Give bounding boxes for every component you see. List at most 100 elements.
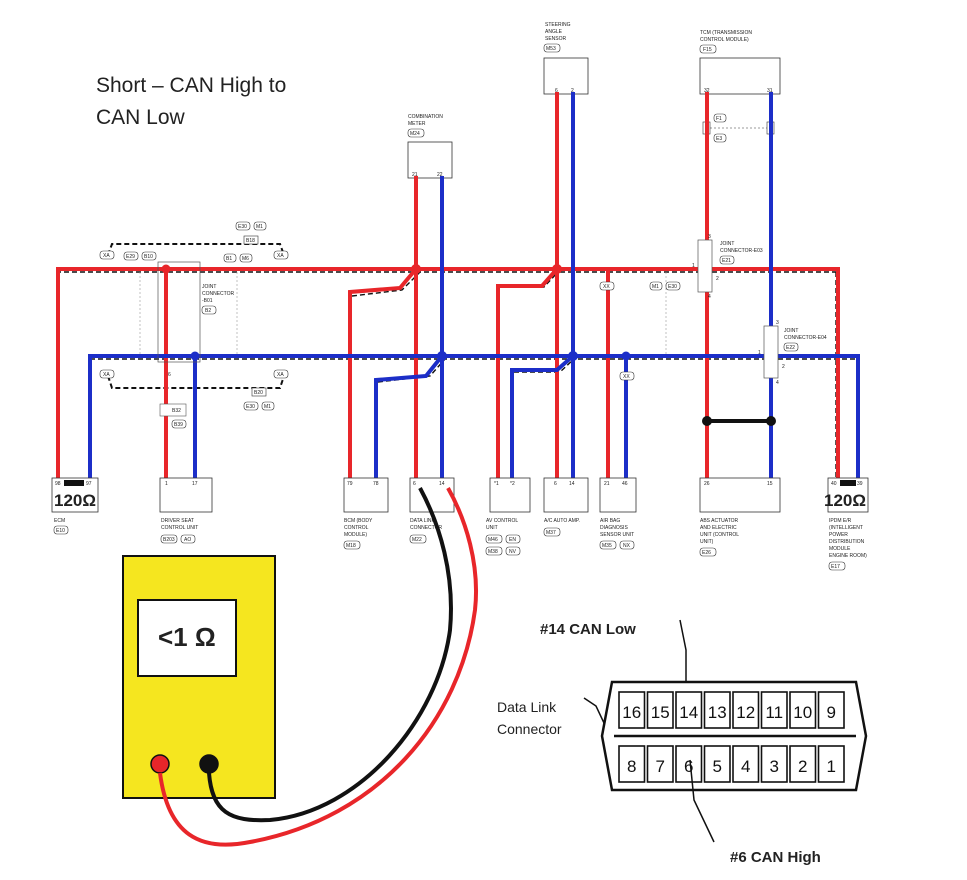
- tag-xx-2-box: [619, 371, 635, 381]
- dlc-pin-cell: [618, 745, 646, 783]
- tag-m6-box: [239, 253, 253, 263]
- av-label-2: UNIT: [486, 525, 498, 531]
- bcm-tag: M18: [346, 543, 356, 549]
- abs-tag-box: [699, 547, 717, 557]
- jcb01-pin: 6: [168, 372, 171, 378]
- ecm-module: 98 97 120Ω ECM E10: [51, 477, 99, 535]
- jce03-l2: CONNECTOR-E03: [720, 248, 763, 254]
- bcm-pin-a: 79: [347, 481, 353, 487]
- bcm-label-2: CONTROL: [344, 525, 369, 531]
- ecm-label: ECM: [54, 518, 65, 524]
- tcm-e3-box: [713, 133, 727, 143]
- dlc-pin-cell: [675, 691, 703, 729]
- junction-h3: [552, 264, 562, 274]
- abs-module: 26 15 ABS ACTUATOR AND ELECTRIC UNIT (CO…: [699, 477, 781, 557]
- probe-lead-red: [158, 487, 478, 847]
- tcm-label-1: TCM (TRANSMISSION: [700, 30, 752, 36]
- ecm-resistor-bar: [64, 480, 84, 486]
- junction-h1: [161, 264, 171, 274]
- dlc-pin-number: 1: [827, 757, 836, 776]
- tcm-e3: E3: [716, 136, 722, 142]
- av-tag-b: M38: [488, 549, 498, 555]
- jce03-pin3: 3: [708, 234, 711, 240]
- jcb01-l1: JOINT: [202, 284, 216, 290]
- tcm-f1: F1: [716, 116, 722, 122]
- jcb01-l2: CONNECTOR: [202, 291, 235, 297]
- junction-l1: [190, 351, 200, 361]
- tag-b32: B32: [172, 408, 181, 414]
- ipdm-resistor-bar: [840, 480, 856, 486]
- steering-label-3: SENSOR: [545, 36, 567, 42]
- jce04-tag-box: [783, 342, 799, 352]
- tag-xa-4-box: [273, 369, 289, 379]
- combo-pin-b: 22: [437, 172, 443, 178]
- probe-jack-black[interactable]: [199, 754, 219, 774]
- dlc-pin-cell: [675, 745, 703, 783]
- jce04-pin2: 2: [782, 364, 785, 370]
- abs-pin-b: 15: [767, 481, 773, 487]
- bcm-label-3: MODULE): [344, 532, 367, 538]
- airbag-tag2-box: [619, 540, 635, 550]
- av-box: [489, 477, 531, 513]
- combo-tag: M24: [410, 131, 420, 137]
- tcm-pin-b: 31: [767, 88, 773, 94]
- av-tag2-box: [505, 534, 521, 544]
- ac-tag: M37: [546, 530, 556, 536]
- combo-pin-a: 21: [412, 172, 418, 178]
- steering-label-2: ANGLE: [545, 29, 563, 35]
- tag-e30-bot-box: [243, 401, 259, 411]
- jce03-tag: E21: [722, 258, 731, 264]
- junctions: [161, 264, 776, 361]
- tag-b10-box: [141, 251, 157, 261]
- junction-l3: [568, 351, 578, 361]
- ipdm-module: 40 39 120Ω IPDM E/R (INTELLIGENT POWER D…: [824, 477, 869, 571]
- tag-b18-box: [243, 235, 259, 245]
- dlc-pin-number: 7: [656, 757, 665, 776]
- tag-xa-4: XA: [277, 372, 284, 378]
- tag-e30-mid-box: [665, 281, 681, 291]
- dlc-pin-number: 4: [741, 757, 750, 776]
- dlc-pin-cell: [646, 745, 674, 783]
- ipdm-resistor: 120Ω: [824, 491, 866, 510]
- ipdm-label-1: IPDM E/R: [829, 518, 852, 524]
- abs-label-1: ABS ACTUATOR: [700, 518, 739, 524]
- av-label-1: AV CONTROL: [486, 518, 518, 524]
- airbag-box: [599, 477, 637, 513]
- ipdm-label-4: DISTRIBUTION: [829, 539, 865, 545]
- probe-jack-red[interactable]: [150, 754, 170, 774]
- short-end-left: [702, 416, 712, 426]
- tag-e29: E29: [126, 254, 135, 260]
- joint-connector-b01: JOINT CONNECTOR -B01 B2 6: [157, 261, 235, 378]
- dlc-label-1: DATA LINK: [410, 518, 435, 524]
- dlc-module: 6 14 DATA LINK CONNECTOR M22: [409, 477, 455, 544]
- ecm-pin-b: 97: [86, 481, 92, 487]
- ipdm-label-2: (INTELLIGENT: [829, 525, 863, 531]
- dlc-pin-number: 14: [679, 703, 698, 722]
- dlc-pin-cell: [618, 691, 646, 729]
- seat-label-2: CONTROL UNIT: [161, 525, 198, 531]
- combo-label-2: METER: [408, 121, 426, 127]
- jcb01-box: [157, 261, 201, 363]
- seat-tag2: AO: [184, 537, 191, 543]
- joint-connector-e04: JOINT CONNECTOR-E04 E22 3 1 2 4: [758, 320, 827, 386]
- dlc-box: [409, 477, 455, 513]
- airbag-pin-a: 21: [604, 481, 610, 487]
- dlc-pin-number: 10: [793, 703, 812, 722]
- tag-m1-top-box: [253, 221, 267, 231]
- jce04-l2: CONNECTOR-E04: [784, 335, 827, 341]
- combination-meter: COMBINATION METER M24 21 22: [407, 114, 453, 179]
- ac-pin-a: 6: [554, 481, 557, 487]
- airbag-label-3: SENSOR UNIT: [600, 532, 634, 538]
- tag-xx-1-box: [599, 281, 615, 291]
- combo-tag-box: [407, 128, 425, 138]
- dlc-pin-number: 2: [798, 757, 807, 776]
- tag-xa-1: XA: [103, 253, 110, 259]
- ac-label: A/C AUTO AMP.: [544, 518, 580, 524]
- connector-verticals: [139, 272, 667, 359]
- jce03-pin1: 1: [692, 263, 695, 269]
- ac-box: [543, 477, 589, 513]
- jce04-tag: E22: [786, 345, 795, 351]
- tcm-pin-a: 32: [704, 88, 710, 94]
